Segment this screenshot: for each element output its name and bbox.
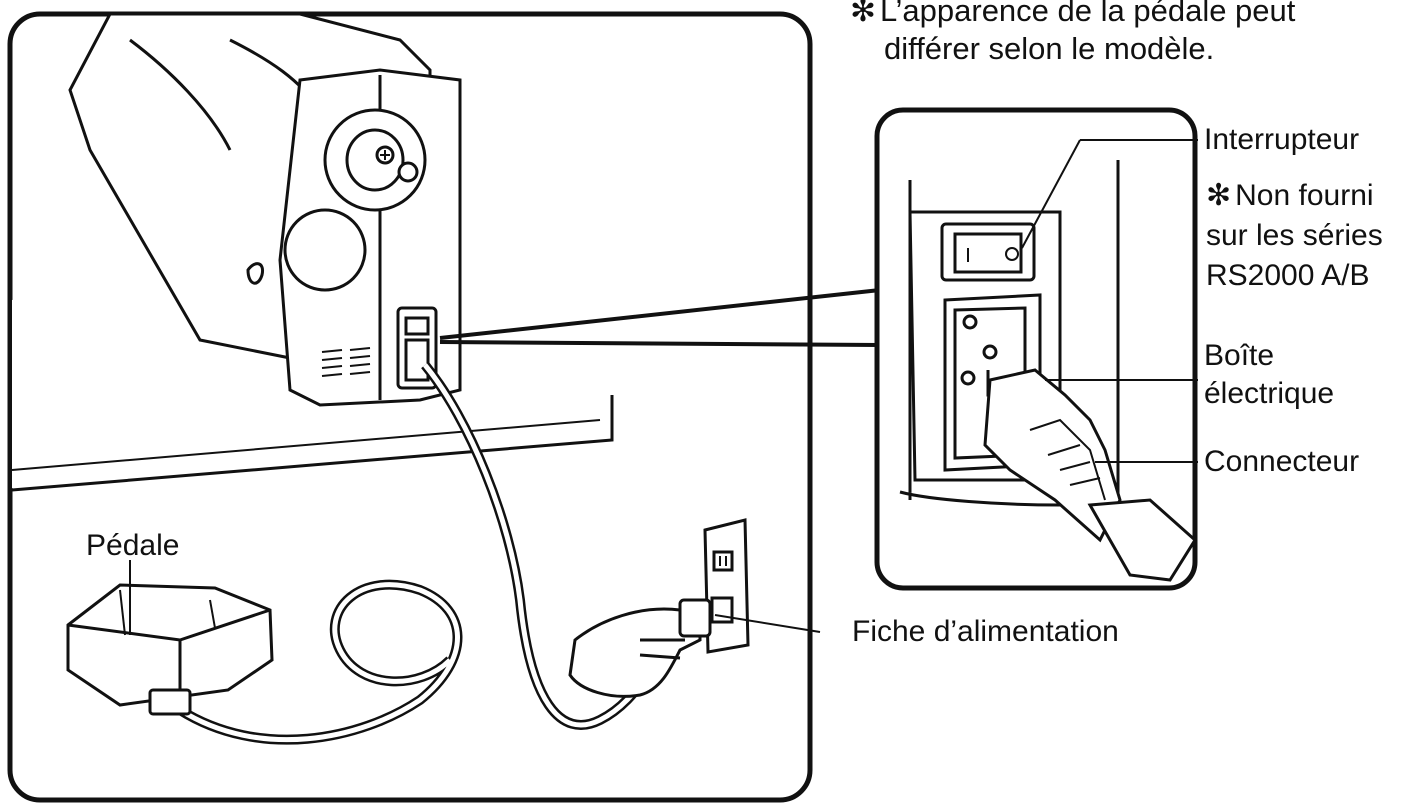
sewing-machine	[11, 12, 614, 492]
leader-lines	[129, 139, 1198, 635]
hand-with-plug	[568, 598, 712, 698]
detail-connector	[983, 368, 1122, 543]
model-note: ✻L’apparence de la pédale peut	[850, 0, 1295, 30]
label-boite-line1: Boîte	[1204, 339, 1275, 372]
label-interrupteur: Interrupteur	[1204, 123, 1360, 156]
table-edge	[11, 395, 614, 492]
label-non-fourni: ✻Non fourni	[1206, 179, 1374, 212]
fiche-leader	[714, 614, 821, 633]
label-boite-line2: électrique	[1204, 377, 1335, 410]
model-note-line1: L’apparence de la pédale peut	[879, 0, 1296, 28]
label-fiche: Fiche d’alimentation	[852, 615, 1119, 648]
stitch-dial	[283, 208, 367, 292]
foot-pedal	[66, 583, 274, 716]
asterisk-icon: ✻	[1206, 179, 1232, 212]
asterisk-icon: ✻	[850, 0, 876, 28]
label-non-fourni-line3: RS2000 A/B	[1206, 259, 1370, 292]
interrupteur-leader	[1021, 139, 1081, 249]
label-pedale: Pédale	[86, 529, 180, 562]
zoom-wedge	[439, 288, 881, 347]
model-note-line2: différer selon le modèle.	[884, 31, 1215, 66]
detail-power-socket	[899, 160, 1197, 582]
label-connecteur: Connecteur	[1204, 445, 1360, 478]
main-illustration-frame	[7, 11, 813, 803]
label-non-fourni-line2: sur les séries	[1206, 219, 1383, 252]
